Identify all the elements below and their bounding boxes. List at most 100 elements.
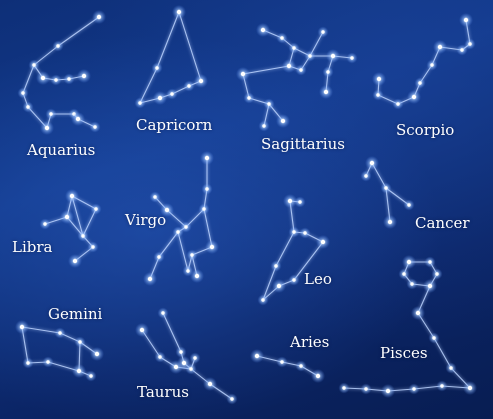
capricorn-star (176, 9, 182, 15)
aries-star (254, 353, 260, 359)
virgo-star (164, 207, 170, 213)
pisces-star (410, 282, 414, 286)
aquarius-star (21, 91, 25, 95)
pisces-star (435, 272, 439, 276)
virgo-star (194, 273, 200, 279)
sagittarius-star (308, 54, 312, 58)
capricorn-stars (134, 5, 208, 109)
virgo-star (176, 230, 180, 234)
sagittarius-star (240, 71, 246, 77)
sagittarius-star (326, 70, 330, 74)
scorpio-star (396, 102, 400, 106)
aries-star (280, 360, 284, 364)
capricorn-star (187, 84, 191, 88)
pisces-star (402, 272, 406, 276)
capricorn-line (178, 11, 202, 82)
aquarius-star (81, 73, 87, 79)
aquarius-star (56, 44, 60, 48)
virgo-star (202, 207, 206, 211)
leo-line (293, 241, 324, 281)
pisces-star (385, 388, 391, 394)
capricorn-star (170, 92, 174, 96)
sagittarius-star (267, 102, 271, 106)
label-leo: Leo (304, 270, 332, 288)
taurus-star (173, 364, 179, 370)
aquarius-star (75, 116, 81, 122)
capricorn-star (138, 101, 142, 105)
leo-star (276, 283, 282, 289)
aquarius-star (26, 105, 30, 109)
cancer-star (407, 203, 411, 207)
capricorn-star (155, 66, 159, 70)
leo-line (262, 265, 277, 301)
sagittarius-star (280, 36, 284, 40)
gemini-star (26, 361, 30, 365)
gemini-star (19, 324, 25, 330)
cancer-stars (360, 156, 415, 229)
sagittarius-star (323, 89, 329, 95)
sagittarius-stars (236, 23, 358, 132)
virgo-star (186, 269, 190, 273)
aquarius-star (93, 125, 97, 129)
virgo-star (204, 155, 210, 161)
taurus-star (189, 367, 193, 371)
sagittarius-star (321, 30, 325, 34)
label-gemini: Gemini (48, 305, 103, 323)
scorpio-star (376, 76, 382, 82)
virgo-star (190, 253, 194, 257)
cancer-star (384, 186, 388, 190)
aquarius-star (40, 75, 46, 81)
taurus-line (162, 312, 182, 353)
virgo-star (205, 187, 209, 191)
leo-star (292, 230, 296, 234)
leo-stars (257, 194, 330, 306)
gemini-star (46, 360, 50, 364)
libra-star (94, 207, 98, 211)
pisces-star (406, 259, 412, 265)
cancer-star (387, 219, 393, 225)
sagittarius-star (280, 118, 286, 124)
taurus-star (181, 360, 187, 366)
leo-star (303, 231, 307, 235)
taurus-star (207, 381, 213, 387)
taurus-star (179, 350, 183, 354)
pisces-star (364, 387, 368, 391)
aquarius-star (96, 14, 102, 20)
scorpio-star (430, 63, 434, 67)
sagittarius-line (242, 65, 290, 75)
scorpio-star (376, 93, 380, 97)
scorpio-star (468, 42, 472, 46)
libra-star (69, 193, 75, 199)
pisces-star (467, 385, 473, 391)
leo-star (292, 278, 296, 282)
libra-stars (39, 189, 102, 268)
scorpio-stars (372, 13, 476, 110)
taurus-star (158, 355, 162, 359)
taurus-star (230, 397, 234, 401)
aries-stars (250, 349, 325, 383)
aquarius-line (57, 16, 100, 47)
libra-star (64, 214, 70, 220)
pisces-star (412, 387, 416, 391)
taurus-star (161, 311, 165, 315)
libra-star (91, 245, 95, 249)
aries-star (299, 364, 303, 368)
sagittarius-star (262, 124, 266, 128)
virgo-star (184, 225, 188, 229)
libra-star (72, 258, 78, 264)
scorpio-star (418, 81, 422, 85)
capricorn-line (139, 67, 158, 104)
aquarius-star (49, 112, 53, 116)
pisces-star (427, 283, 433, 289)
libra-lines (44, 195, 97, 262)
virgo-star (153, 195, 157, 199)
capricorn-star (198, 78, 204, 84)
label-aries: Aries (290, 333, 330, 351)
aries-lines (256, 355, 319, 377)
libra-star (43, 222, 47, 226)
virgo-star (157, 255, 161, 259)
sagittarius-star (286, 63, 292, 69)
scorpio-star (460, 48, 464, 52)
label-capricorn: Capricorn (136, 116, 213, 134)
